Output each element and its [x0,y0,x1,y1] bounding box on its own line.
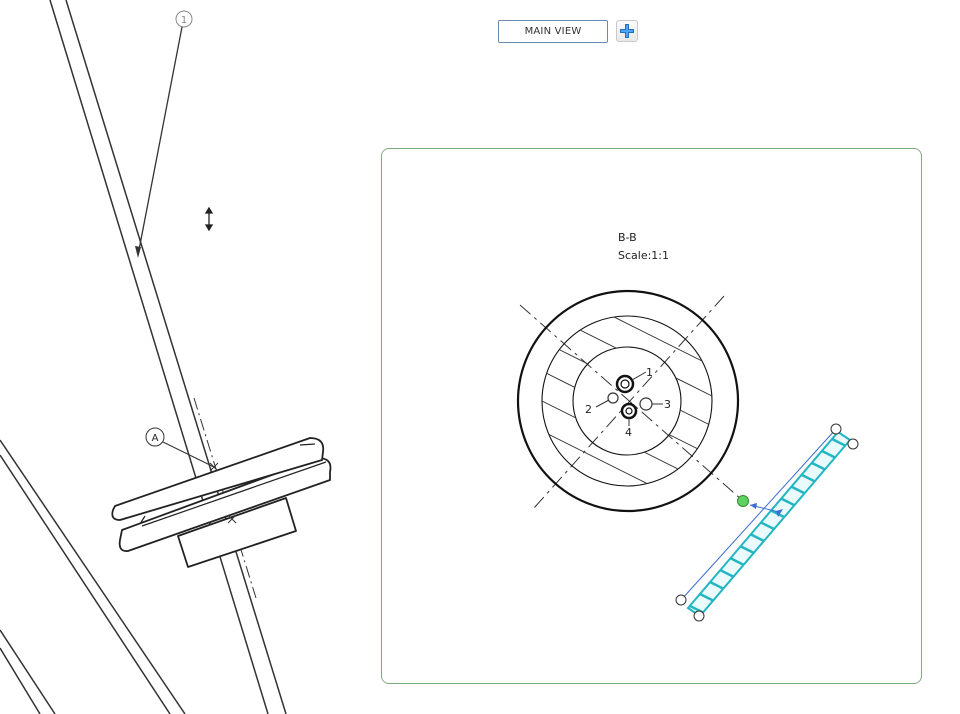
balloon-1[interactable]: 1 [135,10,193,258]
section-centerlines [519,295,743,509]
balloon-1-label: 1 [181,15,187,26]
datum-a[interactable]: A [145,427,237,524]
flange-assembly[interactable] [111,437,332,568]
section-view-title: B-B [618,231,637,244]
resize-cursor-icon [204,206,214,232]
frame-lines [0,439,186,714]
hole-label-4: 4 [625,426,632,439]
drag-handle-green[interactable] [737,495,749,507]
hole-label-2: 2 [585,403,592,416]
add-view-button[interactable] [616,20,638,42]
main-view-button[interactable]: MAIN VIEW [498,20,608,43]
section-view-frame[interactable] [381,148,922,684]
hole-leaders [595,371,663,426]
section-view-scale: Scale:1:1 [618,249,670,262]
hole-1[interactable] [615,374,635,394]
shaft-lines [49,0,287,714]
hole-label-3: 3 [664,398,671,411]
hole-2[interactable] [607,392,619,404]
datum-a-label: A [152,433,159,444]
selection-handle-icon[interactable] [675,423,859,622]
plus-icon [620,24,634,38]
hole-label-1: 1 [646,366,653,379]
